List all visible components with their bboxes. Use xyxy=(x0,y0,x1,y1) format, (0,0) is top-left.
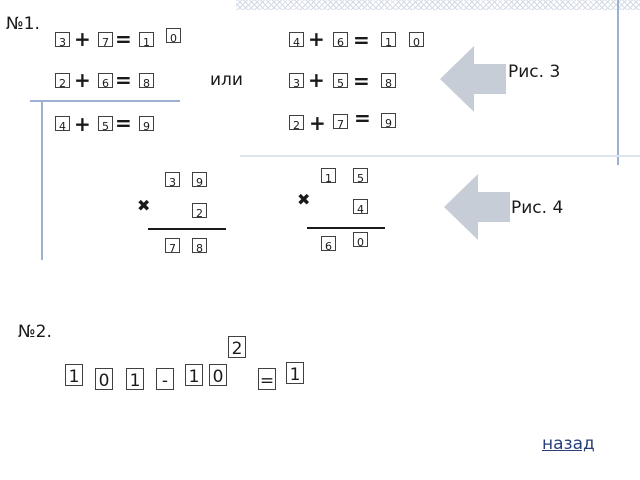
operator-box[interactable]: - xyxy=(156,368,174,391)
digit-box[interactable]: 7 xyxy=(98,32,113,49)
task1-label: №1. xyxy=(6,14,40,34)
digit-box[interactable]: 3 xyxy=(289,73,304,90)
digit-box[interactable]: 8 xyxy=(381,73,396,90)
equals-sign: = xyxy=(115,68,132,92)
digit-box[interactable]: 9 xyxy=(381,113,396,130)
digit-box[interactable]: 0 xyxy=(353,232,368,249)
digit-box[interactable]: 9 xyxy=(139,116,154,133)
digit-box[interactable]: 1 xyxy=(65,364,83,387)
digit-box[interactable]: 0 xyxy=(166,28,181,45)
digit-box[interactable]: 5 xyxy=(353,168,368,185)
digit-box[interactable]: 9 xyxy=(192,172,207,189)
digit-box[interactable]: 4 xyxy=(55,116,70,133)
multiply-sign: ✖ xyxy=(137,196,151,215)
digit-box[interactable]: 6 xyxy=(98,73,113,90)
result-box[interactable]: 1 xyxy=(286,362,304,385)
equals-sign: = xyxy=(353,28,370,52)
digit-box[interactable]: 7 xyxy=(333,114,348,131)
digit-box[interactable]: 0 xyxy=(209,364,227,387)
decorative-vertical-line xyxy=(41,100,43,260)
plus-sign: + xyxy=(74,68,91,92)
equals-box[interactable]: = xyxy=(258,368,276,391)
plus-sign: + xyxy=(309,111,326,135)
decorative-vertical-line-right xyxy=(617,0,619,165)
digit-box[interactable]: 4 xyxy=(289,32,304,49)
multiplication-line xyxy=(148,228,226,230)
digit-box[interactable]: 8 xyxy=(139,73,154,90)
digit-box[interactable]: 1 xyxy=(321,168,336,185)
digit-box[interactable]: 2 xyxy=(55,73,70,90)
plus-sign: + xyxy=(308,68,325,92)
digit-box[interactable]: 0 xyxy=(95,368,113,391)
digit-box[interactable]: 1 xyxy=(139,32,154,49)
multiply-sign: ✖ xyxy=(297,190,311,209)
digit-box[interactable]: 2 xyxy=(289,115,304,132)
digit-box[interactable]: 2 xyxy=(228,336,246,359)
digit-box[interactable]: 3 xyxy=(165,172,180,189)
decorative-horizontal-line-right xyxy=(240,155,640,157)
digit-box[interactable]: 1 xyxy=(126,368,144,391)
multiplication-line xyxy=(307,227,385,229)
fig4-label: Рис. 4 xyxy=(511,198,564,218)
digit-box[interactable]: 1 xyxy=(185,364,203,387)
equals-sign: = xyxy=(115,27,132,51)
equals-sign: = xyxy=(353,69,370,93)
digit-box[interactable]: 6 xyxy=(321,236,336,253)
digit-box[interactable]: 5 xyxy=(333,73,348,90)
plus-sign: + xyxy=(74,27,91,51)
equals-sign: = xyxy=(115,111,132,135)
digit-box[interactable]: 8 xyxy=(192,238,207,255)
plus-sign: + xyxy=(74,112,91,136)
plus-sign: + xyxy=(308,27,325,51)
digit-box[interactable]: 3 xyxy=(55,32,70,49)
digit-box[interactable]: 1 xyxy=(381,32,396,49)
digit-box[interactable]: 2 xyxy=(192,203,207,220)
or-label: или xyxy=(210,70,243,90)
back-link[interactable]: назад xyxy=(542,434,595,454)
decorative-horizontal-line xyxy=(30,100,180,102)
digit-box[interactable]: 4 xyxy=(353,199,368,216)
equals-sign: = xyxy=(354,106,371,130)
arrow-left-icon xyxy=(440,46,506,112)
decorative-pattern xyxy=(236,0,640,10)
task2-label: №2. xyxy=(18,322,52,342)
digit-box[interactable]: 5 xyxy=(98,116,113,133)
fig3-label: Рис. 3 xyxy=(508,62,561,82)
digit-box[interactable]: 7 xyxy=(165,238,180,255)
arrow-left-icon xyxy=(444,174,510,240)
digit-box[interactable]: 6 xyxy=(333,32,348,49)
digit-box[interactable]: 0 xyxy=(409,32,424,49)
